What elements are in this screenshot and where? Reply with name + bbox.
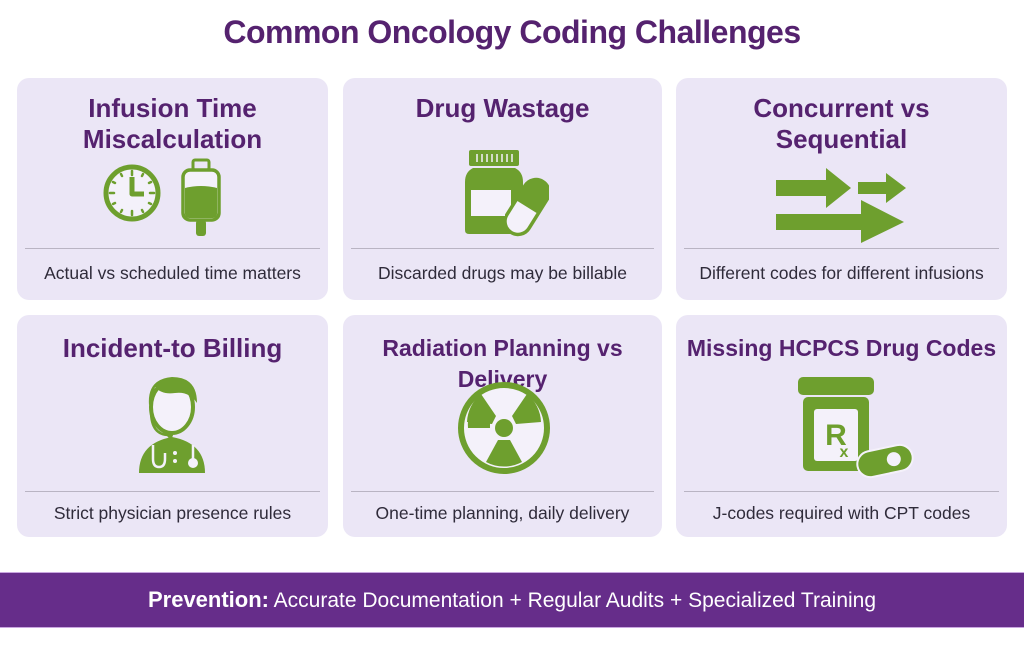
- svg-text:R: R: [825, 419, 847, 452]
- page-title: Common Oncology Coding Challenges: [223, 14, 801, 50]
- card-description: J-codes required with CPT codes: [712, 503, 971, 523]
- capsule-icon: [505, 177, 549, 237]
- card-concurrent-sequential: Concurrent vs Sequential Different codes…: [676, 78, 1007, 300]
- physician-icon: [139, 377, 205, 473]
- rx-bottle-icon: R x: [798, 377, 874, 471]
- card-title-line1: Concurrent vs: [753, 93, 930, 123]
- divider: [684, 248, 999, 249]
- svg-text:x: x: [840, 444, 849, 461]
- card-description: Actual vs scheduled time matters: [44, 263, 301, 283]
- card-description: Strict physician presence rules: [53, 503, 292, 523]
- divider: [351, 491, 654, 492]
- card-description: Different codes for different infusions: [699, 263, 984, 283]
- card-title-line2: Miscalculation: [82, 124, 263, 154]
- card-title-line2: Sequential: [775, 124, 908, 154]
- divider: [351, 248, 654, 249]
- card-incident-to-billing: Incident-to Billing Strict physician pre…: [17, 315, 328, 537]
- banner-label: Prevention:: [147, 587, 269, 612]
- card-drug-wastage: Drug Wastage Discarded drugs may be bill…: [343, 78, 662, 300]
- pill-icon: [856, 443, 914, 479]
- card-title: Concurrent vs Sequential: [676, 93, 1007, 155]
- divider: [684, 491, 999, 492]
- divider: [25, 248, 320, 249]
- card-description: One-time planning, daily delivery: [375, 503, 630, 523]
- card-infusion-time: Infusion Time Miscalculation Actual vs s…: [17, 78, 328, 300]
- card-title: Drug Wastage: [415, 93, 590, 123]
- prevention-banner: Prevention: Accurate Documentation + Reg…: [0, 572, 1024, 628]
- divider: [25, 491, 320, 492]
- card-title-line1: Infusion Time: [88, 93, 257, 123]
- card-description: Discarded drugs may be billable: [377, 263, 628, 283]
- iv-bag-icon: [181, 158, 221, 236]
- card-missing-hcpcs: Missing HCPCS Drug Codes R x J-codes req…: [676, 315, 1007, 537]
- radiation-icon: [458, 382, 550, 474]
- card-title: Incident-to Billing: [62, 333, 283, 363]
- clock-icon: [103, 164, 161, 222]
- arrows-icon: [776, 168, 906, 243]
- banner-text: Accurate Documentation + Regular Audits …: [269, 589, 877, 612]
- card-title: Infusion Time Miscalculation: [17, 93, 328, 155]
- card-title: Radiation Planning vs Delivery: [382, 335, 623, 392]
- card-radiation: Radiation Planning vs Delivery One-time …: [343, 315, 662, 537]
- card-title: Missing HCPCS Drug Codes: [686, 335, 997, 361]
- pill-bottle-icon: [465, 150, 523, 234]
